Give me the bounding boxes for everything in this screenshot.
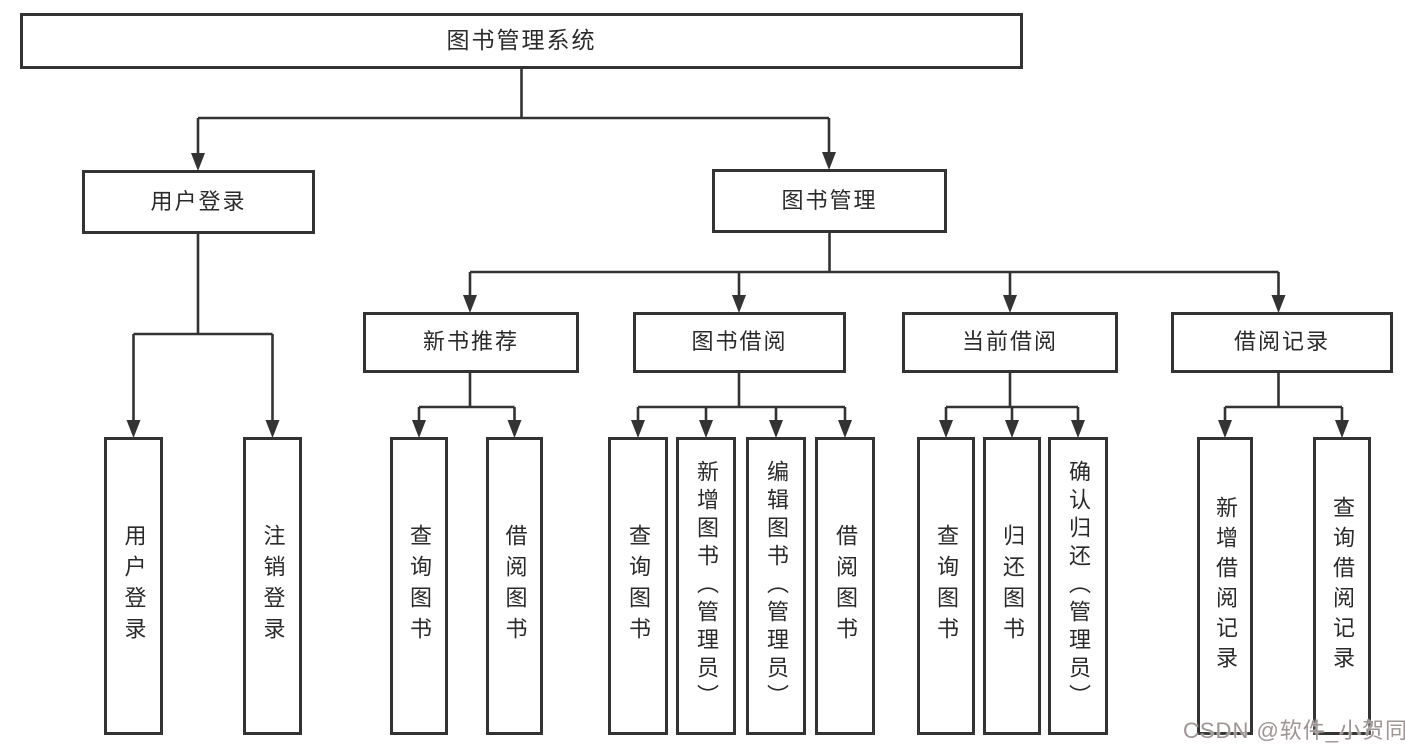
node-book-borrow: 图书借阅 xyxy=(633,312,846,373)
node-label: 归还图书 xyxy=(1000,524,1025,648)
node-label: 新书推荐 xyxy=(422,329,519,355)
node-leaf-logout: 注销登录 xyxy=(243,437,302,735)
node-leaf-edit-books-admin: 编辑图书（管理员） xyxy=(746,437,806,735)
node-leaf-query-books-borrow: 查询图书 xyxy=(608,437,668,735)
node-label: 查询图书 xyxy=(626,524,651,648)
node-borrow-records: 借阅记录 xyxy=(1171,312,1393,373)
node-label: 确认归还（管理员） xyxy=(1066,460,1091,712)
node-label: 注销登录 xyxy=(260,524,286,648)
node-label: 新增图书（管理员） xyxy=(694,460,719,712)
node-label: 借阅记录 xyxy=(1233,329,1330,355)
node-leaf-confirm-return-admin: 确认归还（管理员） xyxy=(1048,437,1108,735)
node-label: 用户登录 xyxy=(121,524,147,648)
node-leaf-borrow-books: 借阅图书 xyxy=(815,437,875,735)
node-leaf-user-login: 用户登录 xyxy=(104,437,163,735)
node-current-borrow: 当前借阅 xyxy=(902,312,1118,373)
node-label: 图书管理 xyxy=(781,187,878,213)
node-leaf-return-books: 归还图书 xyxy=(983,437,1041,735)
node-label: 新增借阅记录 xyxy=(1213,496,1238,676)
csdn-watermark: CSDN @软件_小贺同学 xyxy=(1183,718,1405,743)
node-user-login-branch: 用户登录 xyxy=(82,170,315,234)
node-leaf-add-books-admin: 新增图书（管理员） xyxy=(676,437,736,735)
node-leaf-add-borrow-record: 新增借阅记录 xyxy=(1197,437,1253,735)
node-label: 查询借阅记录 xyxy=(1330,496,1355,676)
node-leaf-query-books-recommend: 查询图书 xyxy=(390,437,448,735)
node-leaf-borrow-books-recommend: 借阅图书 xyxy=(486,437,543,735)
node-book-management-branch: 图书管理 xyxy=(712,169,947,233)
node-new-book-recommend: 新书推荐 xyxy=(363,312,579,373)
node-label: 借阅图书 xyxy=(833,524,858,648)
node-label: 图书借阅 xyxy=(691,329,788,355)
node-label: 查询图书 xyxy=(407,524,432,648)
node-label: 用户登录 xyxy=(150,188,247,214)
node-label: 借阅图书 xyxy=(502,524,528,648)
node-root-system: 图书管理系统 xyxy=(20,13,1023,69)
node-label: 当前借阅 xyxy=(961,329,1058,355)
node-leaf-query-borrow-record: 查询借阅记录 xyxy=(1313,437,1371,735)
node-label: 查询图书 xyxy=(934,524,959,648)
node-label: 编辑图书（管理员） xyxy=(764,460,789,712)
node-leaf-query-books-current: 查询图书 xyxy=(917,437,975,735)
node-root-label: 图书管理系统 xyxy=(446,27,597,54)
